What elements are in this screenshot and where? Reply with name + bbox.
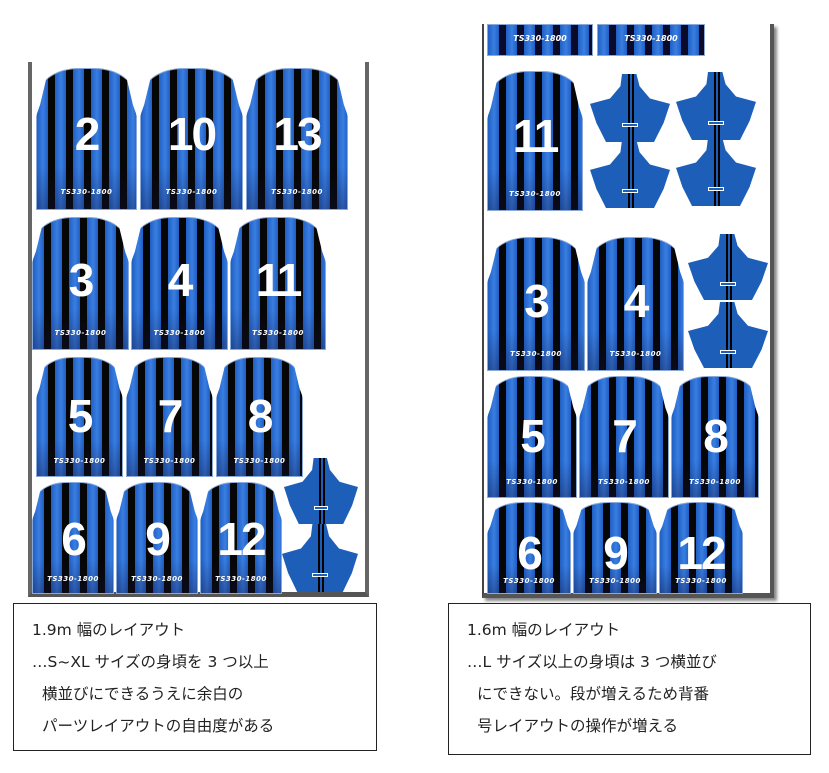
product-code: TS330-1800 [624,34,678,43]
product-code: TS330-1800 [143,457,196,466]
jersey-bottom-strip: TS330-1800 [597,24,705,56]
jersey-number: 9 [145,513,171,565]
jersey-number: 8 [703,410,729,462]
jersey-number: 12 [677,527,726,579]
sleeve-piece [590,140,670,208]
caption-line: …L サイズ以上の身頃は 3 つ横並び [467,653,717,671]
sleeve-piece [676,138,756,206]
product-code: TS330-1800 [271,188,323,197]
caption-line: 号レイアウトの操作が増える [477,717,679,735]
caption-title: 1.6m 幅のレイアウト [467,621,621,639]
jersey-number: 11 [255,254,303,307]
caption-box-1-6m: 1.6m 幅のレイアウト …L サイズ以上の身頃は 3 つ横並び にできない。段… [448,603,811,755]
caption-line: …S~XL サイズの身頃を 3 つ以上 [32,653,269,671]
sleeve-label [708,186,724,191]
jersey-number: 13 [273,108,322,160]
product-code: TS330-1800 [506,478,558,487]
product-code: TS330-1800 [598,478,650,487]
product-code: TS330-1800 [131,575,183,584]
product-code: TS330-1800 [675,576,727,585]
jersey-bottom-strip: TS330-1800 [487,24,593,56]
jersey-number: 4 [623,274,650,327]
product-code: TS330-1800 [503,576,555,585]
product-code: TS330-1800 [252,329,304,338]
jersey-number: 8 [247,390,274,443]
product-code: TS330-1800 [153,329,206,338]
caption-line: パーツレイアウトの自由度がある [42,717,275,735]
product-code: TS330-1800 [609,350,662,359]
jersey-number: 5 [520,410,546,462]
product-code: TS330-1800 [165,188,218,197]
jersey-number: 9 [603,527,629,579]
product-code: TS330-1800 [689,478,741,487]
product-code: TS330-1800 [54,329,107,338]
sleeve-label [622,188,638,193]
jersey-number: 7 [157,390,184,443]
sleeve-label [313,505,329,510]
sleeve-piece [282,524,358,592]
sleeve-piece [590,74,670,142]
product-code: TS330-1800 [47,575,99,584]
sleeve-piece [688,234,768,300]
sleeve-piece [688,302,768,368]
caption-box-1-9m: 1.9m 幅のレイアウト …S~XL サイズの身頃を 3 つ以上 横並びにできる… [13,603,377,751]
jersey-number: 3 [524,274,550,327]
product-code: TS330-1800 [60,188,113,197]
product-code: TS330-1800 [53,457,106,466]
sleeve-piece [676,72,756,140]
jersey-number: 6 [61,513,87,565]
jersey-number: 4 [167,254,194,307]
product-code: TS330-1800 [510,350,562,359]
jersey-number: 10 [167,108,217,160]
caption-line: にできない。段が増えるため背番 [477,685,710,703]
caption-line: 横並びにできるうえに余白の [42,685,244,703]
jersey-number: 2 [74,108,101,160]
jersey-number: 6 [517,527,543,579]
jersey-number: 7 [612,410,638,462]
sleeve-label [622,122,638,127]
product-code: TS330-1800 [513,34,567,43]
product-code: TS330-1800 [215,575,267,584]
sleeve-label [720,281,736,286]
jersey-number: 12 [217,513,266,565]
jersey-number: 5 [67,390,94,443]
caption-title: 1.9m 幅のレイアウト [32,621,186,639]
sleeve-label [720,349,736,354]
sleeve-label [312,572,328,577]
jersey-number: 11 [512,110,560,163]
product-code: TS330-1800 [589,576,641,585]
jersey-number: 3 [68,254,95,307]
sleeve-label [708,120,724,125]
product-code: TS330-1800 [509,189,561,198]
product-code: TS330-1800 [233,457,286,466]
